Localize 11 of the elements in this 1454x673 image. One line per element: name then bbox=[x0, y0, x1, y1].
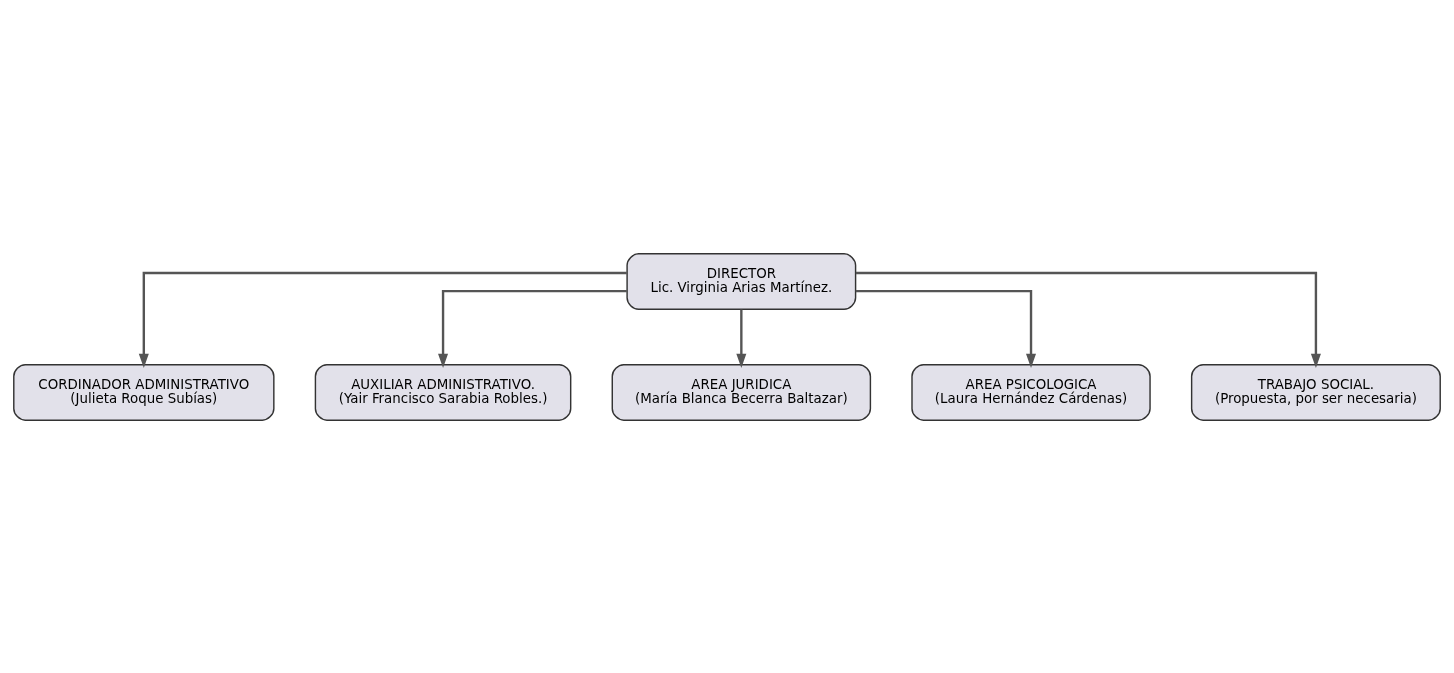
arrow bbox=[438, 289, 627, 368]
arrow bbox=[855, 289, 1037, 368]
node-box: AUXILIAR ADMINISTRATIVO. (Yair Francisco Sarabia Robles.) bbox=[314, 363, 572, 421]
node-box: CORDINADOR ADMINISTRATIVO (Julieta Roque Subías) bbox=[13, 363, 275, 421]
arrow bbox=[736, 309, 747, 368]
node-box: DIRECTOR Lic. Virginia Arias Martínez. bbox=[626, 252, 857, 310]
node-box: AREA JURIDICA (María Blanca Becerra Baltazar) bbox=[611, 363, 872, 421]
arrow bbox=[138, 271, 627, 368]
node-box: AREA PSICOLOGICA (Laura Hernández Cárdenas) bbox=[911, 363, 1151, 421]
node-box: TRABAJO SOCIAL. (Propuesta, por ser necesaria) bbox=[1190, 363, 1441, 421]
arrow bbox=[855, 271, 1321, 368]
